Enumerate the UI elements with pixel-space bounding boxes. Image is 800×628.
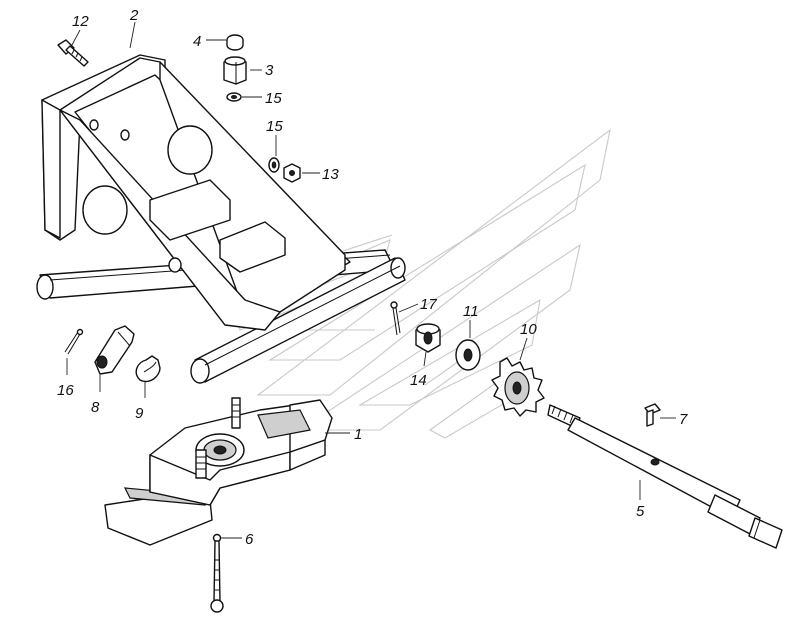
- pedal-arm-1: [104, 397, 333, 546]
- callout-4: 4: [193, 33, 201, 50]
- spring-clip-9: [135, 355, 161, 383]
- washer-15-upper: [226, 92, 242, 102]
- cotter-pin-16: [64, 328, 84, 355]
- callout-5: 5: [636, 503, 645, 520]
- clevis-link-8: [94, 325, 135, 375]
- gear-10: [491, 357, 545, 417]
- callout-17: 17: [420, 296, 437, 313]
- callout-6: 6: [245, 531, 254, 548]
- callout-9: 9: [135, 405, 144, 422]
- shaft-5: [547, 404, 783, 549]
- washer-15-lower: [268, 157, 280, 173]
- bracket-frame: [36, 54, 406, 384]
- callout-7: 7: [679, 411, 688, 428]
- callout-labels: 12 2 4 3 15 15 13 17 11 10 14 16 8 9 1 7…: [57, 7, 688, 548]
- bolt-12: [57, 39, 89, 67]
- callout-12: 12: [72, 13, 89, 30]
- pin-6: [210, 533, 224, 613]
- castle-nut-14: [415, 323, 441, 353]
- callout-3: 3: [265, 62, 274, 79]
- callout-1: 1: [354, 426, 362, 443]
- cotter-pin-17: [390, 301, 401, 336]
- callout-2: 2: [129, 7, 139, 24]
- cap-4: [226, 34, 244, 51]
- callout-14: 14: [410, 372, 427, 389]
- callout-15b: 15: [266, 118, 283, 135]
- nut-13: [283, 163, 301, 183]
- callout-11: 11: [463, 303, 479, 320]
- washer-11: [455, 339, 481, 371]
- pin-7: [644, 403, 661, 427]
- leader-lines: [66, 21, 676, 539]
- callout-8: 8: [91, 399, 100, 416]
- callout-15a: 15: [265, 90, 282, 107]
- sleeve-3: [223, 56, 247, 85]
- callout-10: 10: [520, 321, 537, 338]
- callout-16: 16: [57, 382, 74, 399]
- callout-13: 13: [322, 166, 339, 183]
